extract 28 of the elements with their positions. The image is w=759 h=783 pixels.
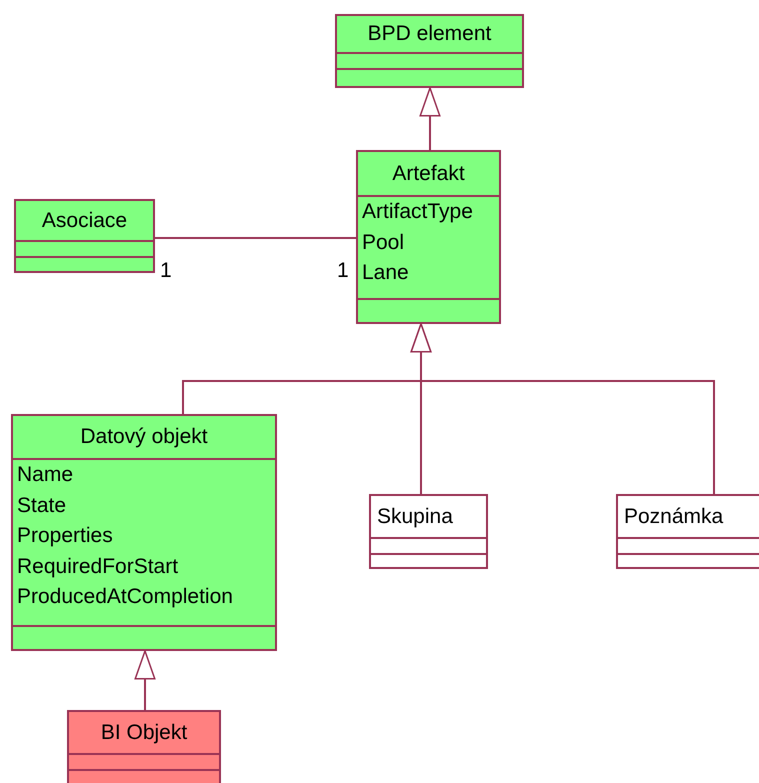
class-box bbox=[356, 150, 501, 324]
class-name: Asociace bbox=[42, 208, 128, 232]
attribute: Lane bbox=[362, 260, 410, 286]
class-name: BPD element bbox=[368, 22, 492, 46]
generalization-arrow bbox=[420, 87, 440, 150]
attribute: Properties bbox=[17, 523, 114, 549]
class-box bbox=[14, 199, 155, 273]
class-name: Poznámka bbox=[624, 504, 724, 528]
class-box bbox=[335, 14, 524, 88]
class-box bbox=[616, 494, 759, 569]
class-name: BI Objekt bbox=[100, 720, 188, 744]
generalization-arrow bbox=[134, 650, 156, 710]
generalization-arrow bbox=[410, 323, 715, 494]
class-box bbox=[11, 414, 277, 651]
class-name: Artefakt bbox=[392, 162, 465, 186]
attribute: ArtifactType bbox=[362, 199, 474, 225]
class-box bbox=[369, 494, 488, 569]
attribute: ProducedAtCompletion bbox=[17, 584, 234, 610]
class-box bbox=[67, 710, 221, 783]
attribute: RequiredForStart bbox=[17, 554, 180, 580]
attribute: Name bbox=[17, 462, 74, 488]
association-line bbox=[155, 237, 356, 239]
class-name: Datový objekt bbox=[80, 425, 208, 449]
class-name: Skupina bbox=[377, 504, 453, 528]
multiplicity-label: 1 bbox=[337, 259, 349, 283]
multiplicity-label: 1 bbox=[160, 259, 172, 283]
attribute: State bbox=[17, 492, 68, 518]
attribute: Pool bbox=[362, 230, 406, 256]
